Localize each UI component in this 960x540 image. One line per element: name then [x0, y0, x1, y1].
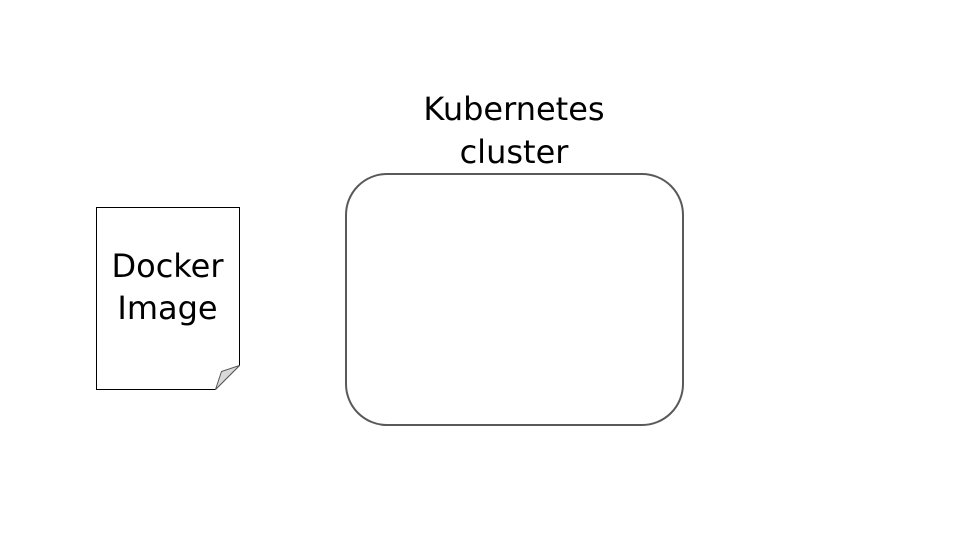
- docker-image-label-line2: Image: [117, 289, 218, 327]
- cluster-title-line2: cluster: [459, 133, 569, 171]
- page-fold-icon: [215, 365, 240, 390]
- kubernetes-cluster-box: [345, 173, 684, 426]
- docker-image-document: Docker Image: [96, 207, 241, 391]
- docker-image-label-line1: Docker: [111, 247, 224, 285]
- cluster-title-line1: Kubernetes: [423, 90, 605, 128]
- kubernetes-cluster-title: Kubernetes cluster: [384, 88, 644, 174]
- document-icon: [96, 207, 240, 390]
- docker-image-label: Docker Image: [96, 245, 239, 329]
